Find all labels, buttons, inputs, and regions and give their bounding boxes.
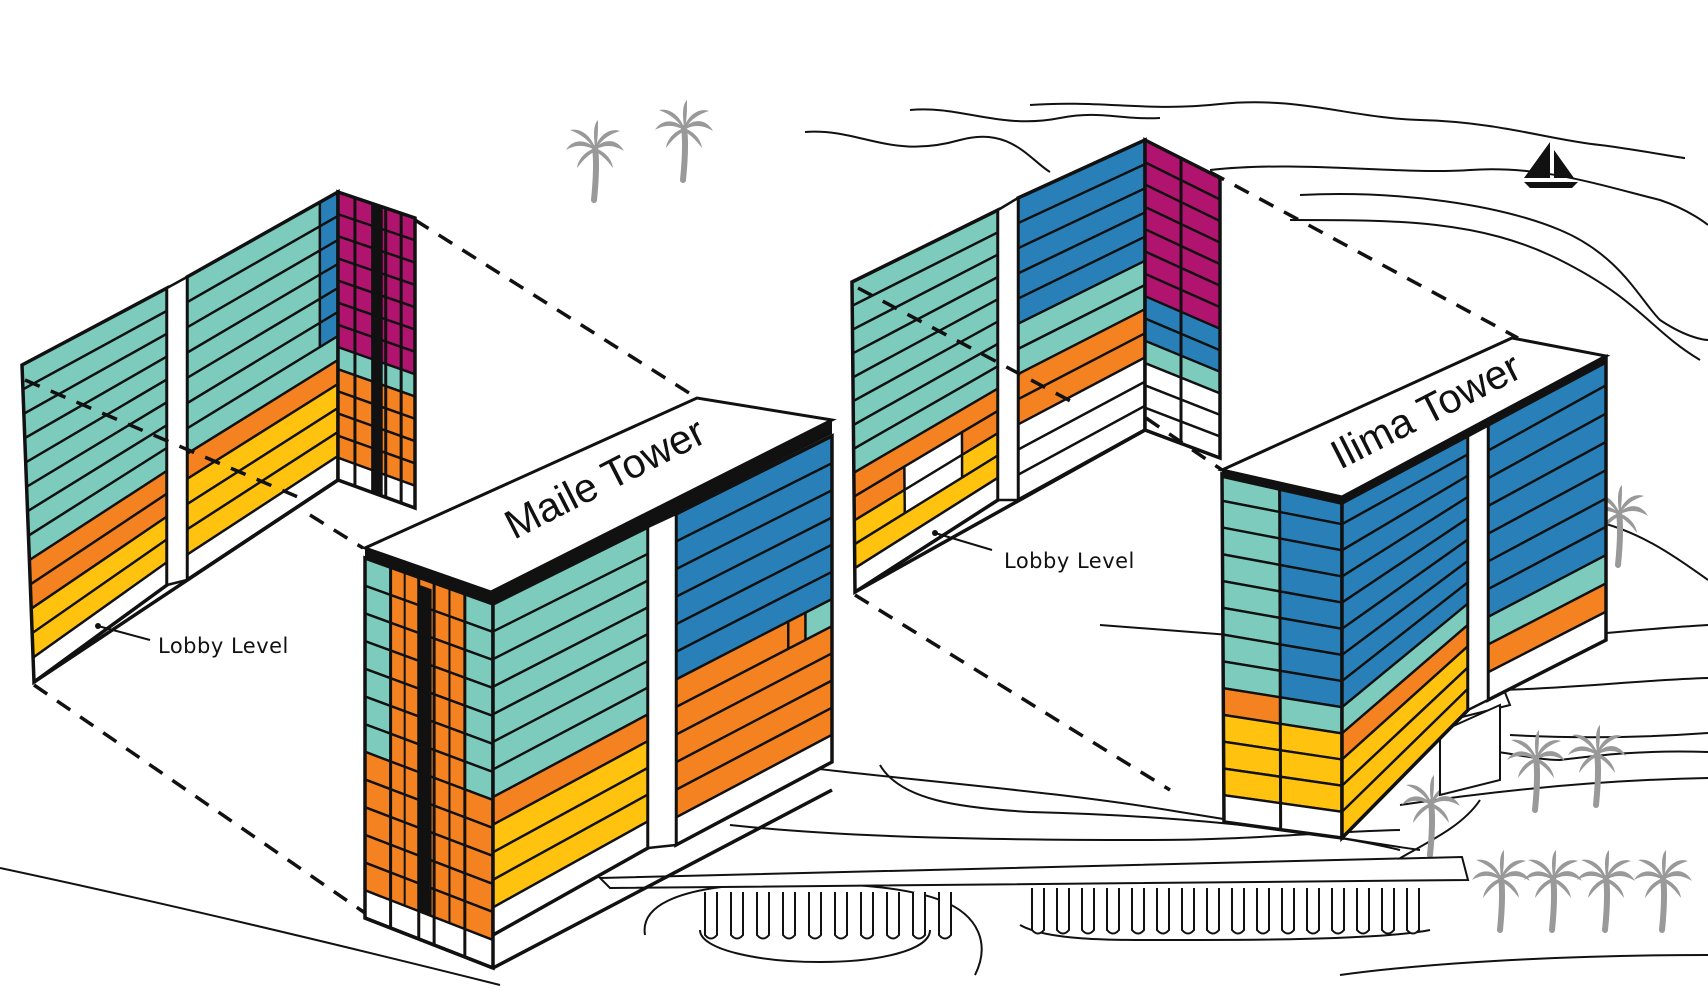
ilima-roof-edge bbox=[1342, 356, 1606, 505]
colonnade-pillar bbox=[912, 892, 926, 940]
colonnade-pillar bbox=[1131, 888, 1145, 935]
colonnade-pillar bbox=[860, 892, 874, 940]
palm-tree-icon bbox=[566, 120, 624, 200]
callout-dot bbox=[932, 530, 938, 536]
ilima-tower bbox=[1217, 336, 1611, 843]
maile-elevator-gap bbox=[646, 512, 678, 850]
palm-tree-icon bbox=[1507, 730, 1565, 810]
maile-base bbox=[492, 788, 833, 970]
colonnade-pillar bbox=[886, 892, 900, 940]
ilima-elevator-gap bbox=[1466, 420, 1490, 713]
palm-tree-icon bbox=[1577, 850, 1635, 930]
maile-roof-edge bbox=[491, 420, 832, 606]
maile-tower bbox=[360, 396, 837, 971]
ilima-end-column-line bbox=[1278, 485, 1283, 830]
colonnade-pillar bbox=[1106, 888, 1120, 935]
ilima-lobby-level-label: Lobby Level bbox=[1004, 549, 1135, 573]
colonnade-pillar bbox=[1381, 888, 1395, 935]
colonnade-pillar bbox=[782, 892, 796, 940]
palm-tree-icon bbox=[1472, 850, 1530, 930]
colonnade-pillar bbox=[1181, 888, 1195, 935]
colonnade-pillar bbox=[1256, 888, 1270, 935]
maile-exploded bbox=[20, 189, 417, 686]
projection-lines bbox=[24, 170, 1519, 915]
palm-tree-icon bbox=[1634, 850, 1692, 930]
colonnade-pillar bbox=[1056, 888, 1070, 935]
callout-leader bbox=[934, 532, 993, 551]
maile-base bbox=[364, 916, 494, 970]
colonnade-pillar bbox=[1406, 888, 1420, 935]
ilima-roof-edge bbox=[1222, 470, 1342, 505]
maile-end-core bbox=[418, 584, 432, 915]
palm-tree-icon bbox=[655, 100, 713, 180]
colonnade-pillar bbox=[1206, 888, 1220, 935]
maile-exp-end-outline bbox=[336, 189, 417, 511]
colonnade-pillar bbox=[1031, 888, 1045, 935]
ilima-exp-base bbox=[854, 428, 1146, 594]
colonnade-pillar bbox=[1281, 888, 1295, 935]
maile-lobby-callout: Lobby Level bbox=[95, 623, 289, 658]
colonnade-right bbox=[1031, 888, 1420, 935]
colonnade-pillar bbox=[1356, 888, 1370, 935]
colonnade-pillar bbox=[938, 892, 952, 940]
maile-exp-gap bbox=[165, 274, 189, 587]
colonnade-pillar bbox=[1081, 888, 1095, 935]
palm-tree-icon bbox=[1568, 725, 1626, 805]
maile-lobby-level-label: Lobby Level bbox=[158, 634, 289, 658]
maile-exp-base bbox=[33, 478, 339, 684]
colonnade-pillar bbox=[704, 892, 718, 940]
ilima-exploded bbox=[850, 137, 1222, 596]
connector-block bbox=[1439, 703, 1501, 797]
colonnade-pillar bbox=[756, 892, 770, 940]
maile-exp-core bbox=[372, 203, 383, 497]
colonnade-pillar bbox=[834, 892, 848, 940]
ilima-lobby-callout: Lobby Level bbox=[932, 530, 1135, 573]
ilima-exp-gap bbox=[996, 195, 1020, 502]
callout-leader bbox=[97, 625, 151, 641]
colonnade-pillar bbox=[1306, 888, 1320, 935]
colonnade-left bbox=[704, 892, 952, 940]
colonnade-pillar bbox=[808, 892, 822, 940]
colonnade-pillar bbox=[1156, 888, 1170, 935]
colonnade-pillar bbox=[730, 892, 744, 940]
maile-roof-edge bbox=[365, 548, 491, 602]
palm-tree-icon bbox=[1524, 850, 1582, 930]
ilima-exp-end-outline bbox=[1143, 137, 1222, 461]
pool-deck-platform bbox=[597, 624, 1512, 940]
sailboat-icon bbox=[1524, 142, 1578, 188]
colonnade-pillar bbox=[1231, 888, 1245, 935]
colonnade-pillar bbox=[1331, 888, 1345, 935]
callout-dot bbox=[95, 623, 101, 629]
